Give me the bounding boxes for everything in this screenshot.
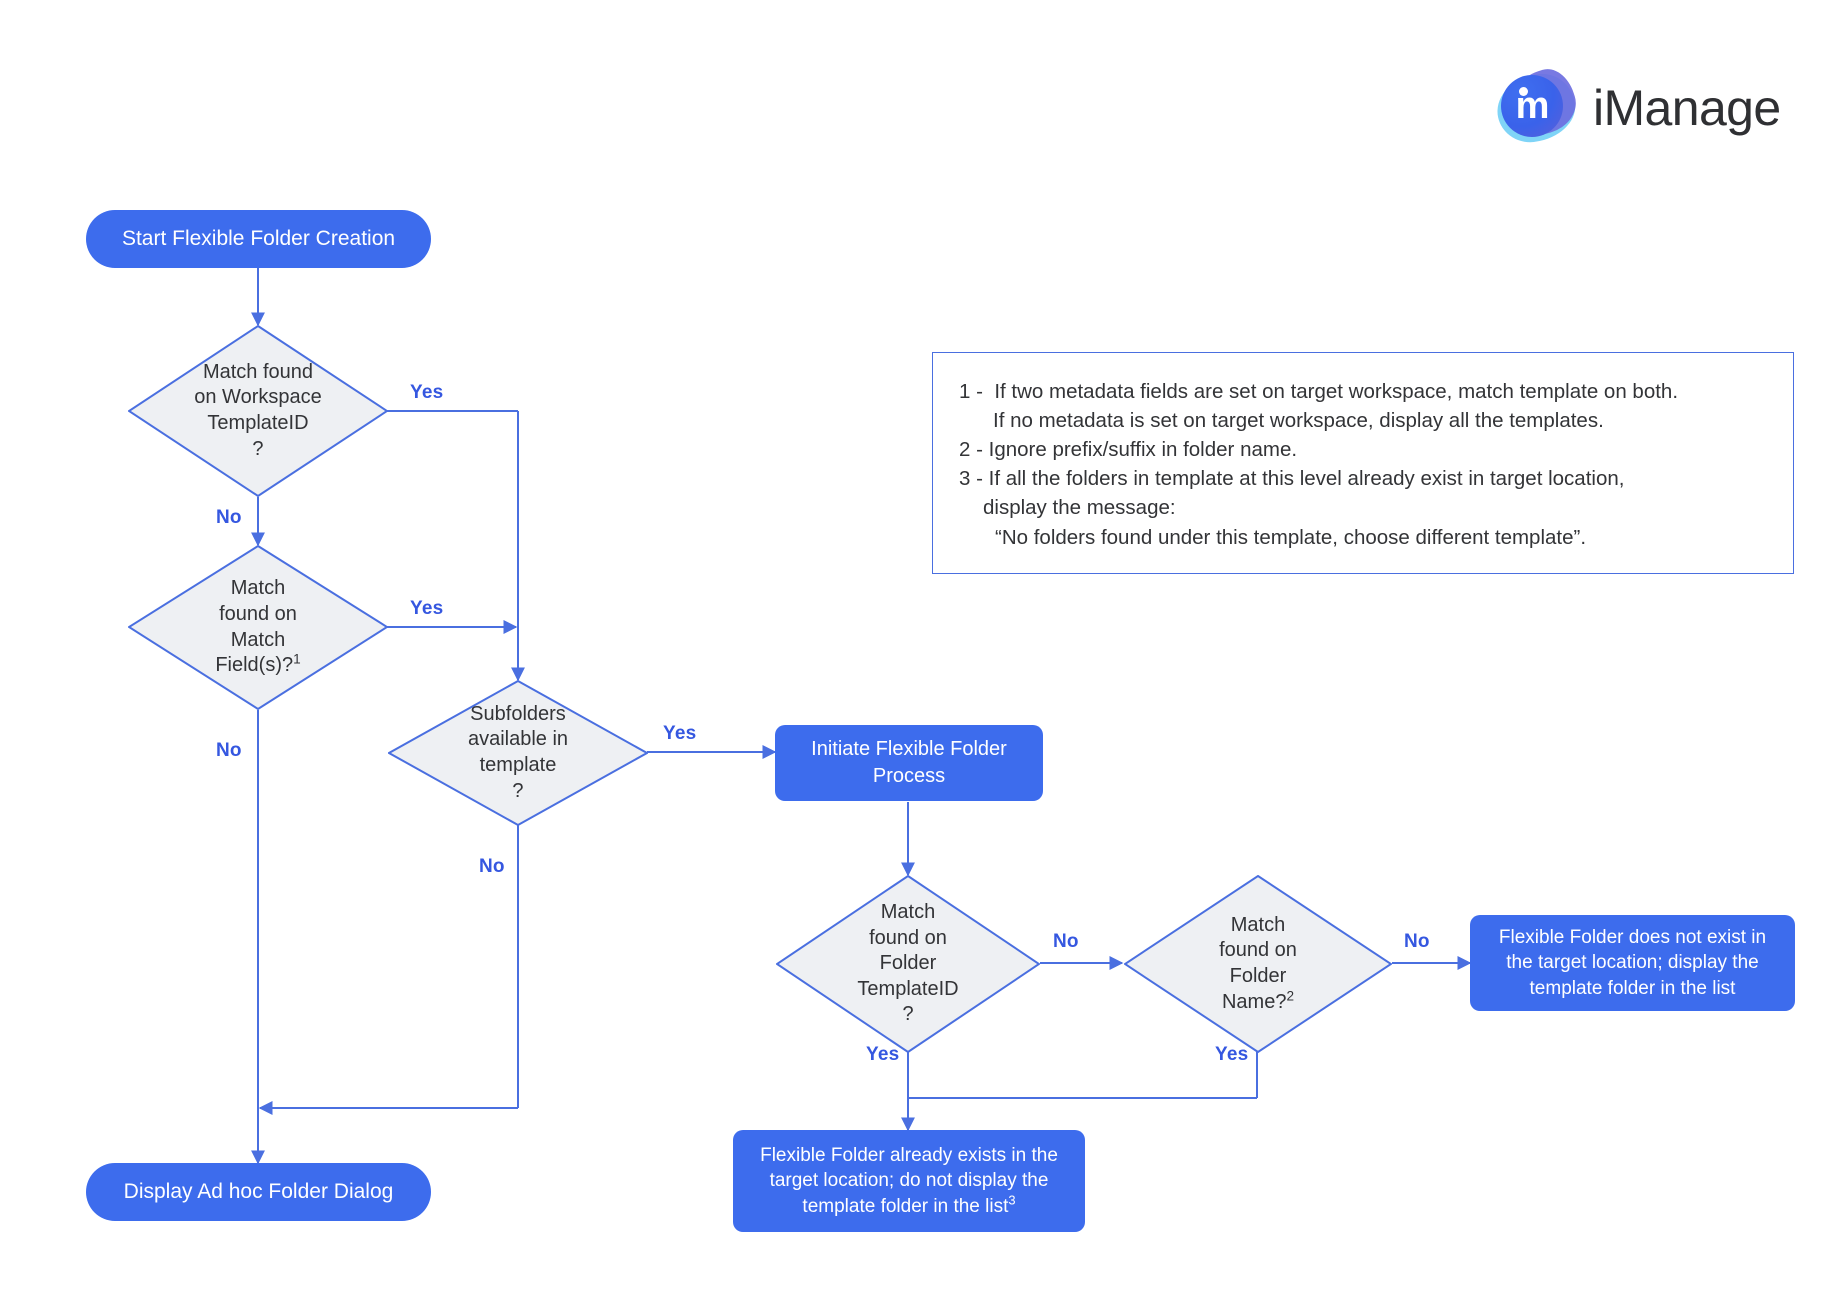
legend-line-3: 3 - If all the folders in template at th… bbox=[959, 467, 1625, 491]
edge-label-folder-name-no: No bbox=[1404, 931, 1430, 952]
edge-label-subfolders-no: No bbox=[479, 856, 505, 877]
node-initiate-process[interactable]: Initiate Flexible Folder Process bbox=[775, 725, 1043, 801]
edge-label-subfolders-yes: Yes bbox=[663, 723, 697, 744]
legend-line-1-cont: If no metadata is set on target workspac… bbox=[993, 409, 1604, 433]
edge-label-workspace-no: No bbox=[216, 507, 242, 528]
diamond-shape bbox=[776, 875, 1040, 1053]
node-initiate-process-label: Initiate Flexible Folder Process bbox=[811, 738, 1007, 787]
node-folder-not-exist[interactable]: Flexible Folder does not exist in the ta… bbox=[1470, 915, 1795, 1011]
node-display-adhoc-dialog-label: Display Ad hoc Folder Dialog bbox=[123, 1179, 394, 1203]
legend-line-2: 2 - Ignore prefix/suffix in folder name. bbox=[959, 438, 1298, 462]
node-decision-subfolders[interactable]: Subfolders available in template ? bbox=[388, 680, 648, 826]
diamond-shape bbox=[128, 325, 388, 497]
diamond-shape bbox=[128, 545, 388, 710]
logo-wordmark: iManage bbox=[1593, 80, 1781, 136]
edge-label-folder-name-yes: Yes bbox=[1215, 1044, 1249, 1065]
node-folder-already-exists-text: Flexible Folder already exists in the ta… bbox=[760, 1144, 1058, 1217]
imanage-logo: m iManage bbox=[1490, 62, 1807, 149]
legend-line-3-cont: display the message: bbox=[983, 496, 1176, 520]
logo-circle-shape bbox=[1501, 75, 1563, 137]
node-decision-workspace-templateid[interactable]: Match found on Workspace TemplateID ? bbox=[128, 325, 388, 497]
imanage-logo-mark-icon: m bbox=[1490, 62, 1584, 149]
node-start-label: Start Flexible Folder Creation bbox=[121, 226, 396, 250]
node-decision-folder-name[interactable]: Match found on Folder Name?2 bbox=[1124, 875, 1392, 1053]
diamond-shape bbox=[388, 680, 648, 826]
node-start[interactable]: Start Flexible Folder Creation bbox=[86, 210, 431, 268]
logo-dot-shape bbox=[1519, 87, 1528, 96]
legend-line-3-message: “No folders found under this template, c… bbox=[995, 525, 1587, 549]
edge-label-folder-templateid-no: No bbox=[1053, 931, 1079, 952]
diamond-shape bbox=[1124, 875, 1392, 1053]
footnotes-legend: 1 - If two metadata fields are set on ta… bbox=[932, 352, 1794, 574]
node-decision-folder-templateid[interactable]: Match found on Folder TemplateID ? bbox=[776, 875, 1040, 1053]
node-folder-already-exists[interactable]: Flexible Folder already exists in the ta… bbox=[733, 1130, 1085, 1232]
edge-label-folder-templateid-yes: Yes bbox=[866, 1044, 900, 1065]
node-folder-not-exist-label: Flexible Folder does not exist in the ta… bbox=[1498, 926, 1767, 999]
edge-label-workspace-yes: Yes bbox=[410, 382, 444, 403]
edge-label-match-fields-no: No bbox=[216, 740, 242, 761]
edge-label-match-fields-yes: Yes bbox=[410, 598, 444, 619]
node-decision-match-fields[interactable]: Match found on Match Field(s)?1 bbox=[128, 545, 388, 710]
legend-line-1: 1 - If two metadata fields are set on ta… bbox=[959, 380, 1679, 403]
node-folder-already-exists-superscript: 3 bbox=[1008, 1192, 1016, 1208]
node-folder-already-exists-label: Flexible Folder already exists in the ta… bbox=[747, 1143, 1071, 1220]
node-display-adhoc-dialog[interactable]: Display Ad hoc Folder Dialog bbox=[86, 1163, 431, 1221]
